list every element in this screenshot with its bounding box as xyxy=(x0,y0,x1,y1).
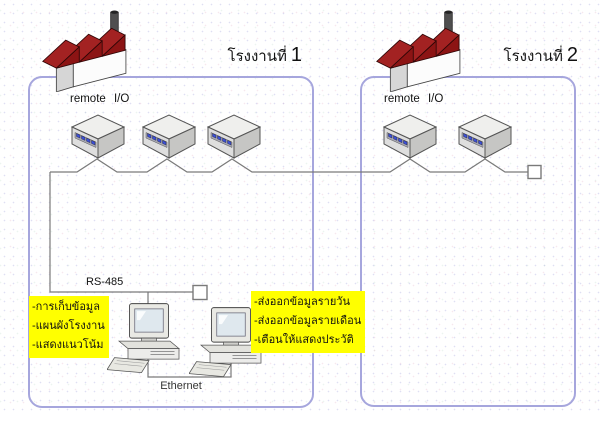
remote-io-device-icon xyxy=(379,112,441,162)
note-line: -เตือนให้แสดงประวัติ xyxy=(254,334,354,346)
monitoring-functions-note: -การเก็บข้อมูล -แผนผังโรงงาน -แสดงแนวโน้… xyxy=(29,296,109,358)
factory1-title: โรงงานที่1 xyxy=(180,44,302,68)
note-line: -ส่งออกข้อมูลรายวัน xyxy=(254,296,350,308)
rs485-drop-line xyxy=(49,172,193,293)
note-line: -แผนผังโรงงาน xyxy=(32,320,105,332)
factory2-number: 2 xyxy=(566,44,578,66)
factory2-building-icon xyxy=(370,7,465,92)
desktop-computer-icon xyxy=(107,302,182,381)
factory2-title: โรงงานที่2 xyxy=(458,44,578,68)
rs485-label: RS-485 xyxy=(86,276,124,288)
ethernet-link-line xyxy=(147,358,232,378)
bus-terminator-icon xyxy=(192,284,208,301)
note-line: -ส่งออกข้อมูลรายเดือน xyxy=(254,315,362,327)
factory2-zone xyxy=(360,76,576,407)
factory1-number: 1 xyxy=(290,44,302,66)
factory1-remote-io-label: remote I/O xyxy=(70,93,130,105)
rs485-bus-line xyxy=(50,158,528,173)
factory1-title-text: โรงงานที่ xyxy=(227,48,287,65)
note-line: -การเก็บข้อมูล xyxy=(32,301,100,313)
factory2-title-text: โรงงานที่ xyxy=(503,48,563,65)
remote-io-device-icon xyxy=(203,112,265,162)
export-functions-note: -ส่งออกข้อมูลรายวัน -ส่งออกข้อมูลรายเดือ… xyxy=(251,291,366,353)
ethernet-label: Ethernet xyxy=(160,380,202,392)
remote-io-device-icon xyxy=(138,112,200,162)
bus-terminator-icon xyxy=(527,164,542,180)
note-line: -แสดงแนวโน้ม xyxy=(32,339,104,351)
factory2-remote-io-label: remote I/O xyxy=(384,93,444,105)
factory1-zone xyxy=(28,76,314,408)
remote-io-device-icon xyxy=(67,112,129,162)
factory1-building-icon xyxy=(36,7,131,92)
remote-io-device-icon xyxy=(454,112,516,162)
